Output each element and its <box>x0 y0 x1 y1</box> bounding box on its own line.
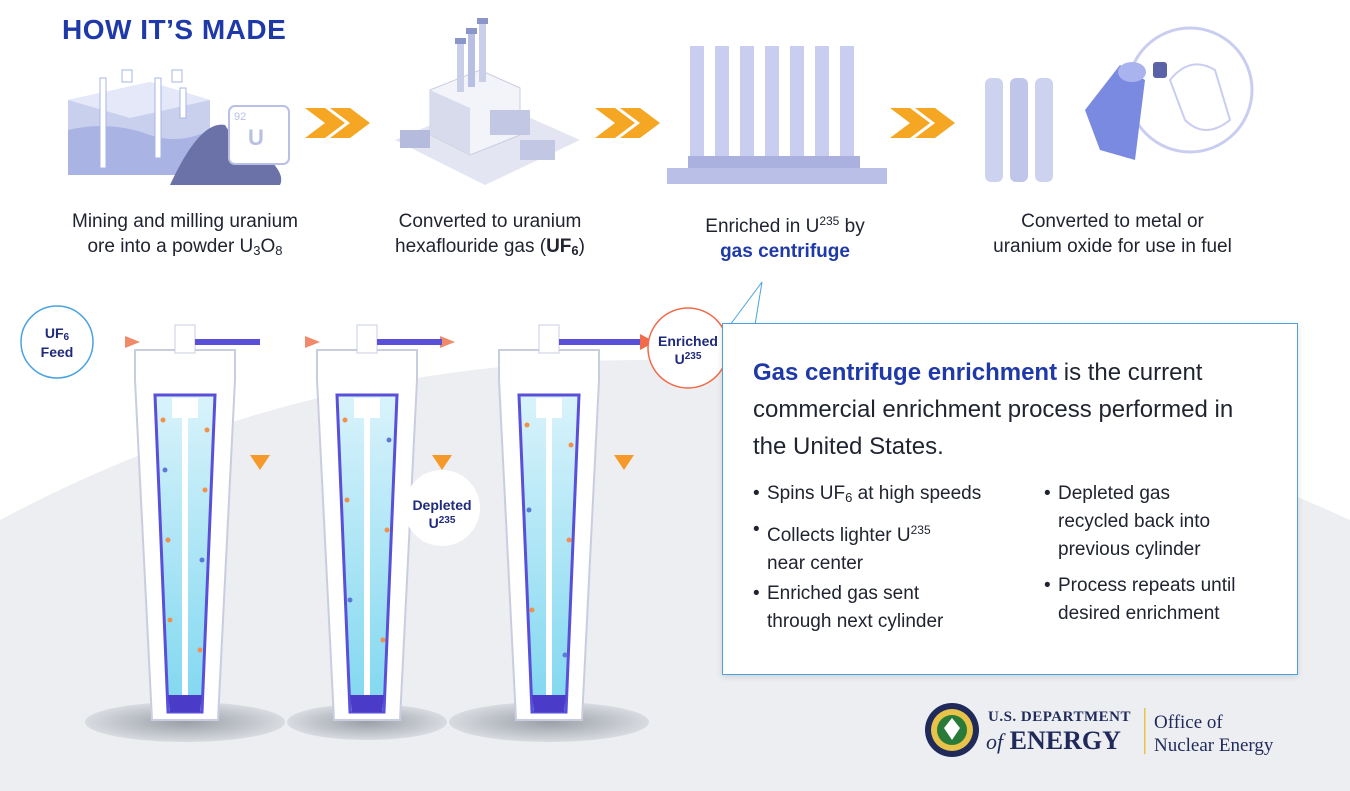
factory-illustration <box>395 18 580 185</box>
bullet-collects: •Collects lighter U235 near center <box>753 519 931 574</box>
feed-badge-label: UF6 Feed <box>40 325 74 360</box>
depleted-badge-label: Depleted U235 <box>412 497 472 531</box>
centrifuge-2 <box>287 324 452 740</box>
particles <box>160 417 574 658</box>
doe-line2: of ENERGY <box>986 726 1121 755</box>
element-symbol: U <box>248 125 264 150</box>
mining-illustration <box>68 69 290 185</box>
page-title: HOW IT’S MADE <box>62 14 287 45</box>
office-label: Office of Nuclear Energy <box>1154 712 1274 756</box>
element-tile <box>228 105 290 165</box>
enriched-badge-label: Enriched U235 <box>658 333 718 367</box>
callout-heading: Gas centrifuge enrichment is the current… <box>753 359 1234 460</box>
chevron-arrows <box>305 108 955 138</box>
logo-divider <box>1144 708 1146 754</box>
feed-badge <box>20 305 94 379</box>
depleted-badge <box>404 470 480 546</box>
step-1-caption: Mining and milling uranium ore into a po… <box>72 211 298 258</box>
bullet-process-repeats: •Process repeats until desired enrichmen… <box>1044 575 1236 624</box>
element-number: 92 <box>234 111 246 123</box>
bullet-spins: •Spins UF6 at high speeds <box>753 483 982 505</box>
fuel-illustration <box>985 26 1254 182</box>
bullet-enriched-gas: •Enriched gas sent through next cylinder <box>753 583 944 632</box>
doe-line1: U.S. DEPARTMENT <box>988 709 1131 725</box>
step-3-caption: Enriched in U235 by gas centrifuge <box>705 214 865 262</box>
centrifuge-1 <box>85 324 285 742</box>
step-2-caption: Converted to uranium hexaflouride gas (U… <box>395 211 585 258</box>
centrifuge-columns-illustration <box>667 46 887 184</box>
step-4-caption: Converted to metal or uranium oxide for … <box>993 211 1232 257</box>
callout-panel: Gas centrifuge enrichment is the current… <box>722 323 1298 675</box>
doe-seal-icon <box>925 703 979 757</box>
bullet-depleted-gas: •Depleted gas recycled back into previou… <box>1044 483 1211 560</box>
centrifuge-3 <box>449 324 649 742</box>
